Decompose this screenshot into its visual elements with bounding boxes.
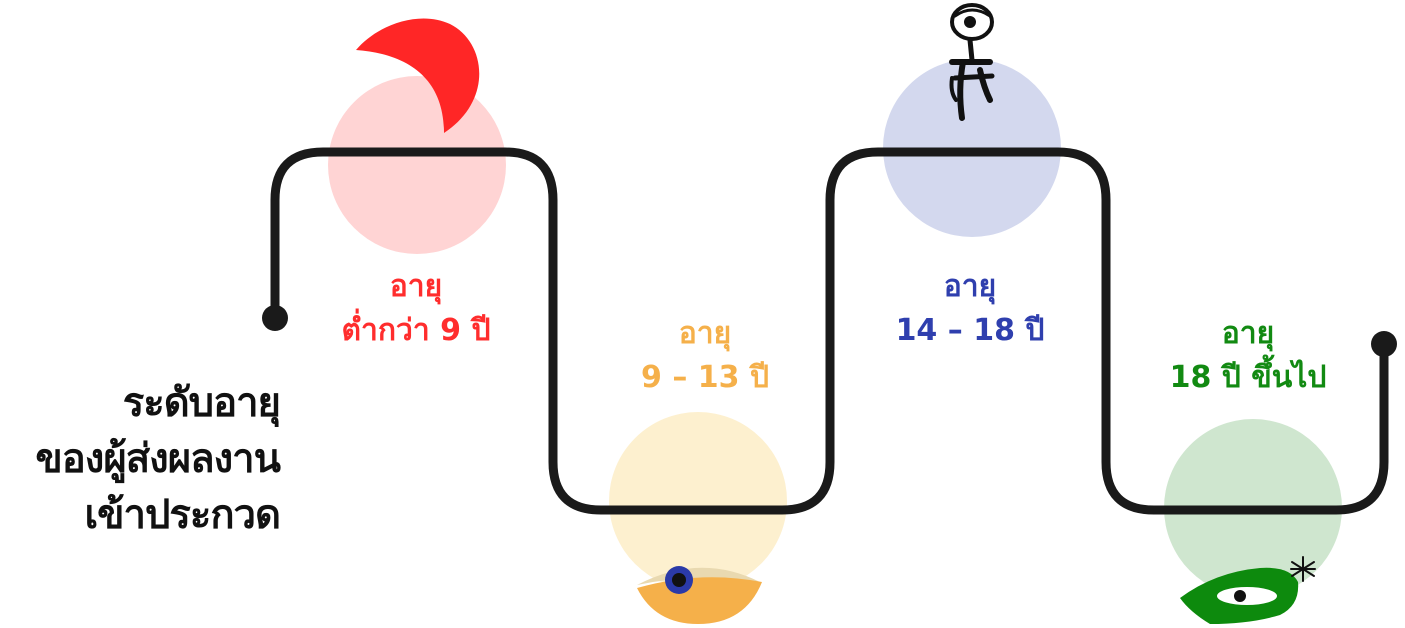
winding-path: [270, 147, 1389, 515]
age-label-under-9: อายุ ต่ำกว่า 9 ปี: [286, 265, 546, 353]
orange-eye-icon: [637, 566, 762, 624]
age-circle-1: [328, 76, 506, 254]
age-label-range: 18 ปี ขึ้นไป: [1169, 360, 1327, 395]
age-label-range: 9 – 13 ปี: [641, 360, 769, 395]
age-label-14-18: อายุ 14 – 18 ปี: [840, 265, 1100, 353]
stick-figure-eye-icon: [949, 3, 995, 121]
age-label-title: อายุ: [943, 269, 997, 304]
age-label-title: อายุ: [678, 316, 732, 351]
heading-line-1: ระดับอายุ: [122, 380, 281, 426]
path-end-dot: [1371, 331, 1397, 357]
diagram-heading: ระดับอายุ ของผู้ส่งผลงาน เข้าประกวด: [0, 375, 282, 543]
age-label-18-plus: อายุ 18 ปี ขึ้นไป: [1118, 312, 1378, 400]
age-label-title: อายุ: [1221, 316, 1275, 351]
heading-line-3: เข้าประกวด: [84, 492, 282, 538]
age-label-9-13: อายุ 9 – 13 ปี: [575, 312, 835, 400]
age-label-range: 14 – 18 ปี: [895, 313, 1045, 348]
heading-line-2: ของผู้ส่งผลงาน: [35, 436, 281, 482]
age-label-range: ต่ำกว่า 9 ปี: [341, 313, 491, 348]
age-label-title: อายุ: [389, 269, 443, 304]
path-start-dot: [262, 305, 288, 331]
age-circle-2: [609, 412, 787, 590]
green-bird-eye-icon: [1180, 556, 1316, 624]
red-crescent-icon: [356, 18, 480, 133]
